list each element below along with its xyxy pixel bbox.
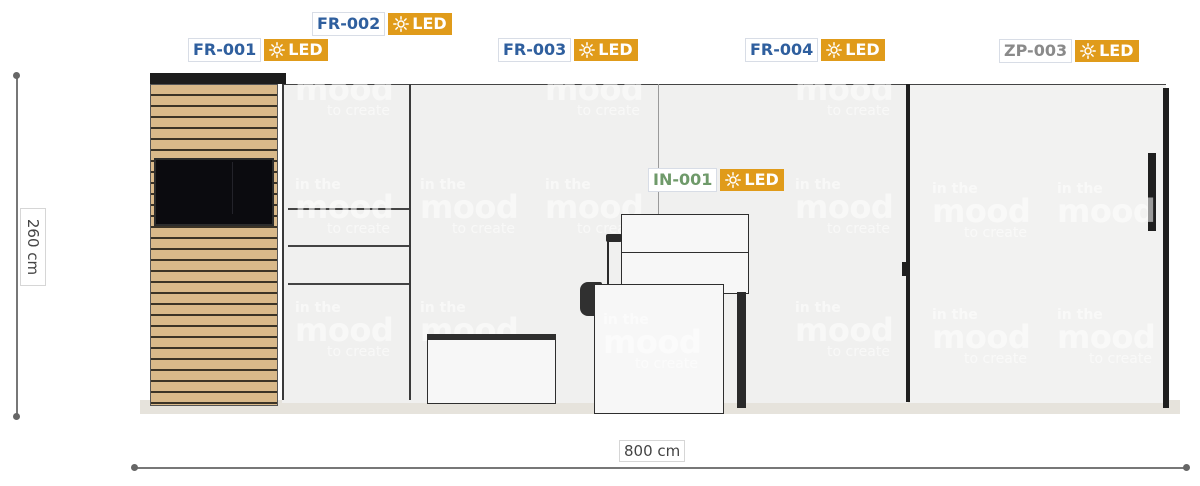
led-badge: LED	[574, 39, 638, 61]
led-badge: LED	[1075, 40, 1139, 62]
wall-post	[1163, 88, 1169, 408]
led-badge: LED	[388, 13, 452, 35]
tag-code: FR-002	[312, 12, 386, 36]
sun-icon	[579, 42, 596, 58]
side-wall	[910, 84, 1166, 403]
reception-leg	[737, 292, 746, 408]
height-dimension-line	[16, 75, 18, 417]
led-label: LED	[1099, 41, 1134, 60]
led-badge: LED	[720, 169, 784, 191]
shelf	[288, 208, 409, 210]
reception-top-back	[621, 214, 749, 256]
tag-code: IN-001	[648, 168, 718, 192]
led-label: LED	[288, 40, 323, 59]
tag-fr-003: FR-003 LED	[498, 38, 638, 62]
tag-in-001: IN-001 LED	[648, 168, 784, 192]
tag-fr-004: FR-004 LED	[745, 38, 885, 62]
height-dimension-top-dot	[13, 72, 20, 79]
led-badge: LED	[264, 39, 328, 61]
wood-slat-tower	[150, 84, 278, 406]
tag-fr-002: FR-002 LED	[312, 12, 452, 36]
tv-screen	[154, 158, 274, 226]
led-label: LED	[744, 170, 779, 189]
reception-front	[594, 284, 724, 414]
hinge	[902, 262, 908, 276]
led-label: LED	[845, 40, 880, 59]
height-dimension-bottom-dot	[13, 413, 20, 420]
led-label: LED	[412, 14, 447, 33]
reception-lamp-pole	[607, 240, 609, 284]
tag-zp-003: ZP-003 LED	[999, 39, 1139, 63]
sun-icon	[725, 172, 742, 188]
tag-fr-001: FR-001 LED	[188, 38, 328, 62]
led-badge: LED	[821, 39, 885, 61]
height-dimension-label: 260 cm	[20, 208, 46, 286]
tag-code: FR-004	[745, 38, 819, 62]
low-counter-top	[427, 334, 555, 340]
wall-post	[906, 84, 911, 402]
width-dimension-label: 800 cm	[619, 440, 686, 462]
led-label: LED	[598, 40, 633, 59]
sun-icon	[826, 42, 843, 58]
width-dimension-line	[134, 467, 1188, 469]
tag-code: FR-003	[498, 38, 572, 62]
tag-code: ZP-003	[999, 39, 1073, 63]
door-handle	[1148, 153, 1156, 231]
tv-reflection	[232, 162, 233, 214]
wall-seam	[282, 84, 284, 400]
width-dimension-right-dot	[1183, 464, 1190, 471]
tag-code: FR-001	[188, 38, 262, 62]
low-counter	[427, 334, 556, 404]
sun-icon	[1080, 43, 1097, 59]
sun-icon	[269, 42, 286, 58]
wall-seam	[409, 84, 411, 400]
width-dimension-left-dot	[131, 464, 138, 471]
shelf	[288, 283, 409, 285]
tower-cap	[150, 73, 286, 84]
reception-lamp-head	[606, 234, 622, 242]
sun-icon	[393, 16, 410, 32]
shelf	[288, 245, 409, 247]
